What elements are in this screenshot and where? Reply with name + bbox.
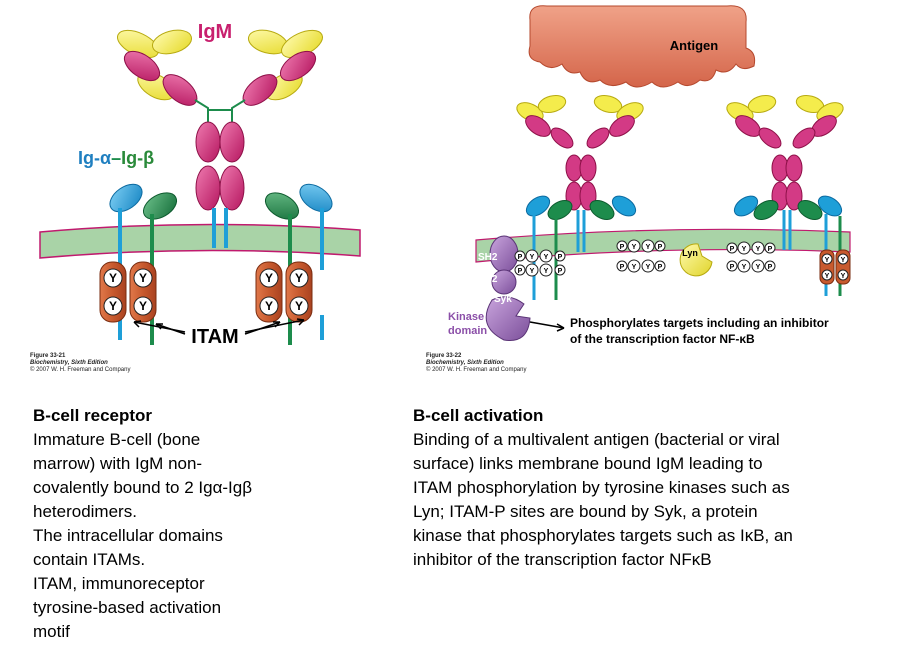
tyrosine-label: Y — [295, 299, 303, 313]
caption-copyright: © 2007 W. H. Freeman and Company — [426, 367, 527, 373]
bcr-text-line: ITAM, immunoreceptor — [33, 574, 205, 593]
bcr-text-line: tyrosine-based activation — [33, 598, 222, 617]
figure-caption-left: Figure 33-21 Biochemistry, Sixth Edition… — [30, 353, 130, 374]
caption-book: Biochemistry, Sixth Edition — [30, 360, 108, 366]
antigen — [528, 5, 756, 88]
kinase-label: Kinase — [448, 311, 484, 323]
annotation-line-1: Phosphorylates targets including an inhi… — [570, 316, 829, 330]
phospho-p: P — [558, 254, 563, 261]
phospho-tyrosine: Y — [742, 246, 747, 253]
phospho-p: P — [518, 254, 523, 261]
tyrosine-label: Y — [109, 271, 117, 285]
phospho-p: P — [768, 264, 773, 271]
phospho-tyrosine: Y — [632, 264, 637, 271]
itam-left-a — [99, 261, 127, 323]
tyrosine-label: Y — [139, 299, 147, 313]
phospho-tyrosine: Y — [742, 264, 747, 271]
caption-figure-number: Figure 33-22 — [426, 353, 462, 359]
phospho-p: P — [620, 244, 625, 251]
phospho-tyrosine: Y — [646, 264, 651, 271]
sh2-label-b: SH2 — [478, 274, 498, 285]
itam-arrows — [133, 318, 305, 335]
phospho-tyrosine: Y — [756, 246, 761, 253]
phospho-p: P — [768, 246, 773, 253]
bcr-figure: Y Y Y Y Y Y Y Y IgM Ig-α–Ig-β ITAM Figur… — [30, 0, 370, 390]
activation-heading: B-cell activation — [413, 406, 544, 425]
itam-right-a — [255, 261, 283, 323]
activation-text-line: inhibitor of the transcription factor NF… — [413, 550, 712, 569]
bcell-activation-figure: Antigen — [412, 0, 852, 390]
lyn-label: Lyn — [682, 248, 698, 258]
igm-heavy-chains — [123, 50, 317, 248]
phospho-letters: Y Y P P Y Y P P P Y Y P P Y Y P P Y Y P … — [518, 244, 773, 275]
caption-figure-number: Figure 33-21 — [30, 353, 66, 359]
phospho-tyrosine: Y — [646, 244, 651, 251]
phospho-tyrosine: Y — [632, 244, 637, 251]
tyrosine-label: Y — [139, 271, 147, 285]
lyn-kinase — [679, 243, 713, 277]
activation-text-line: surface) links membrane bound IgM leadin… — [413, 454, 763, 473]
tyrosine-label: Y — [825, 257, 830, 264]
caption-copyright: © 2007 W. H. Freeman and Company — [30, 367, 131, 373]
bcr-text-line: marrow) with IgM non- — [33, 454, 203, 473]
phospho-tyrosine: Y — [544, 254, 549, 261]
bcr-diagram: Y Y Y Y Y Y Y Y IgM Ig-α–Ig-β ITAM — [39, 21, 361, 348]
phospho-tyrosine: Y — [530, 268, 535, 275]
bcr-text-line: heterodimers. — [33, 502, 137, 521]
figure-caption-right: Figure 33-22 Biochemistry, Sixth Edition… — [426, 353, 526, 374]
tyrosine-label: Y — [109, 299, 117, 313]
itam-right-b — [285, 261, 313, 323]
tyrosine-label: Y — [265, 299, 273, 313]
phospho-tyrosine: Y — [530, 254, 535, 261]
itam-left-b — [129, 261, 157, 323]
activation-text-line: Binding of a multivalent antigen (bacter… — [413, 430, 780, 449]
phospho-p: P — [730, 264, 735, 271]
tyrosine-labels-left: Y Y Y Y Y Y Y Y — [109, 271, 303, 313]
activation-text-line: ITAM phosphorylation by tyrosine kinases… — [413, 478, 790, 497]
activation-description: B-cell activation Binding of a multivale… — [413, 404, 853, 572]
phospho-p: P — [658, 264, 663, 271]
tyrosine-label: Y — [265, 271, 273, 285]
igm-receptor-2 — [726, 94, 844, 296]
antigen-label: Antigen — [670, 38, 718, 53]
bcr-text-line: Immature B-cell (bone — [33, 430, 201, 449]
igm-receptor-1 — [516, 94, 644, 300]
bcr-text-line: covalently bound to 2 Igα-Igβ — [33, 478, 253, 497]
ig-alpha-beta-left — [109, 183, 178, 345]
activation-diagram: Antigen — [448, 5, 851, 346]
activation-text-line: kinase that phosphorylates targets such … — [413, 526, 793, 545]
phospho-p: P — [620, 264, 625, 271]
phosphorylation-arrow — [529, 321, 565, 332]
annotation-line-2: of the transcription factor NF-κB — [570, 332, 755, 346]
phospho-tyrosine: Y — [544, 268, 549, 275]
bcr-text-line: contain ITAMs. — [33, 550, 146, 569]
tyrosine-label: Y — [841, 257, 846, 264]
bcr-text-line: The intracellular domains — [33, 526, 223, 545]
phospho-p: P — [558, 268, 563, 275]
syk-kinase — [485, 235, 531, 342]
tyrosine-label: Y — [825, 273, 830, 280]
itam-label: ITAM — [191, 326, 238, 348]
activation-text-line: Lyn; ITAM-P sites are bound by Syk, a pr… — [413, 502, 758, 521]
phospho-tyrosine: Y — [756, 264, 761, 271]
tyrosine-label: Y — [841, 273, 846, 280]
bcr-heading: B-cell receptor — [33, 406, 153, 425]
phospho-p: P — [518, 268, 523, 275]
syk-label: Syk — [494, 294, 512, 305]
bcr-description: B-cell receptor Immature B-cell (bone ma… — [33, 404, 333, 644]
igm-label: IgM — [198, 21, 232, 43]
sh2-label-a: SH2 — [478, 252, 498, 263]
phospho-p: P — [730, 246, 735, 253]
domain-label: domain — [448, 325, 487, 337]
caption-book: Biochemistry, Sixth Edition — [426, 360, 504, 366]
tyrosine-label: Y — [295, 271, 303, 285]
bcr-text-line: motif — [33, 622, 70, 641]
ig-alpha-beta-label: Ig-α–Ig-β — [78, 148, 154, 168]
membrane — [39, 223, 361, 259]
phospho-itams — [514, 239, 776, 277]
itam-right-unphos: Y Y Y Y — [819, 249, 851, 285]
phospho-p: P — [658, 244, 663, 251]
